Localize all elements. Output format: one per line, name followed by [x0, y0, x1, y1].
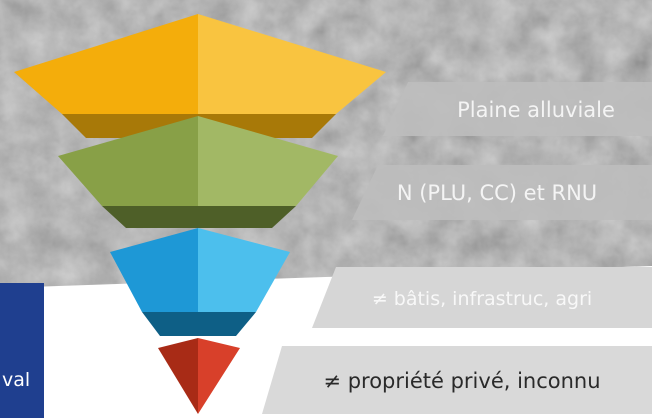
sidebar-partial-text: val: [2, 369, 30, 391]
funnel-level-2: [58, 116, 338, 228]
band-2-label: N (PLU, CC) et RNU: [397, 181, 597, 205]
band-1: [383, 82, 652, 136]
band-4: [262, 346, 652, 414]
band-3: [312, 267, 652, 328]
funnel-level-3: [110, 228, 290, 336]
band-3-label: ≠ bâtis, infrastruc, agri: [372, 288, 592, 310]
band-1-label: Plaine alluviale: [457, 98, 615, 122]
band-2: [352, 165, 652, 220]
sidebar-panel: [0, 283, 44, 418]
funnel-level-1: [14, 14, 386, 138]
funnel-level-4: [158, 338, 240, 414]
band-4-label: ≠ propriété privé, inconnu: [323, 369, 600, 393]
